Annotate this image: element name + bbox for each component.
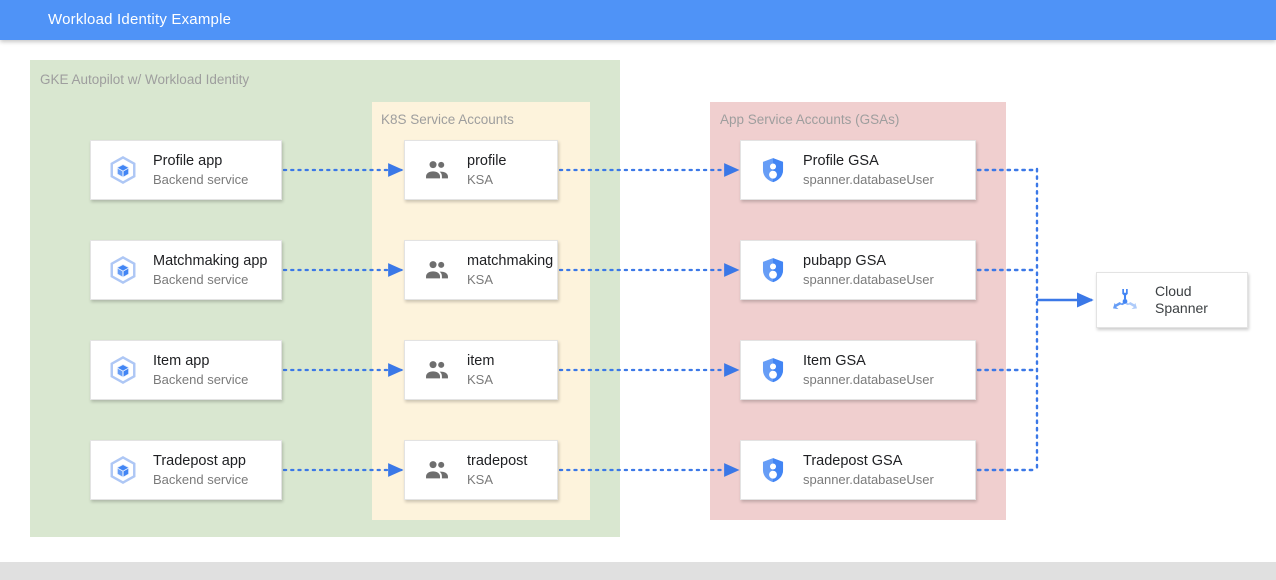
card-subtitle: spanner.databaseUser xyxy=(803,171,934,187)
card-ksa-tradepost[interactable]: tradepost KSA xyxy=(404,440,558,500)
shield-person-icon xyxy=(751,448,795,492)
card-cloud-spanner[interactable]: Cloud Spanner xyxy=(1096,272,1248,328)
people-group-icon xyxy=(415,148,459,192)
card-app-item[interactable]: Item app Backend service xyxy=(90,340,282,400)
card-subtitle: Backend service xyxy=(153,171,249,187)
card-gsa-profile[interactable]: Profile GSA spanner.databaseUser xyxy=(740,140,976,200)
card-app-profile[interactable]: Profile app Backend service xyxy=(90,140,282,200)
people-group-icon xyxy=(415,248,459,292)
card-app-matchmaking-text: Matchmaking app Backend service xyxy=(153,252,267,289)
gke-workload-icon xyxy=(101,348,145,392)
card-subtitle: spanner.databaseUser xyxy=(803,271,934,287)
card-gsa-item-text: Item GSA spanner.databaseUser xyxy=(803,352,934,389)
card-title: item xyxy=(467,352,495,369)
card-title: pubapp GSA xyxy=(803,252,887,269)
card-subtitle: KSA xyxy=(467,471,494,487)
card-subtitle: Backend service xyxy=(153,271,249,287)
card-app-profile-text: Profile app Backend service xyxy=(153,152,248,189)
card-gsa-pubapp-text: pubapp GSA spanner.databaseUser xyxy=(803,252,934,289)
card-title-line1: Cloud xyxy=(1155,283,1192,299)
card-ksa-profile-text: profile KSA xyxy=(467,152,507,189)
card-ksa-item[interactable]: item KSA xyxy=(404,340,558,400)
group-k8s-service-accounts-label: K8S Service Accounts xyxy=(381,112,514,127)
card-ksa-matchmaking[interactable]: matchmaking KSA xyxy=(404,240,558,300)
card-title: Item GSA xyxy=(803,352,866,369)
card-app-item-text: Item app Backend service xyxy=(153,352,248,389)
card-title: matchmaking xyxy=(467,252,554,269)
card-app-tradepost-text: Tradepost app Backend service xyxy=(153,452,248,489)
card-gsa-profile-text: Profile GSA spanner.databaseUser xyxy=(803,152,934,189)
card-subtitle: KSA xyxy=(467,371,494,387)
shield-person-icon xyxy=(751,348,795,392)
card-title-line2: Spanner xyxy=(1155,300,1208,316)
card-title: Tradepost GSA xyxy=(803,452,903,469)
card-subtitle: spanner.databaseUser xyxy=(803,371,934,387)
shield-person-icon xyxy=(751,248,795,292)
card-ksa-item-text: item KSA xyxy=(467,352,494,389)
people-group-icon xyxy=(415,448,459,492)
gke-workload-icon xyxy=(101,248,145,292)
card-gsa-item[interactable]: Item GSA spanner.databaseUser xyxy=(740,340,976,400)
card-gsa-tradepost-text: Tradepost GSA spanner.databaseUser xyxy=(803,452,934,489)
card-title: Tradepost app xyxy=(153,452,246,469)
card-subtitle: Backend service xyxy=(153,471,249,487)
card-title: Item app xyxy=(153,352,210,369)
window-title: Workload Identity Example xyxy=(48,11,232,28)
card-app-tradepost[interactable]: Tradepost app Backend service xyxy=(90,440,282,500)
card-cloud-spanner-text: Cloud Spanner xyxy=(1155,283,1208,317)
shield-person-icon xyxy=(751,148,795,192)
people-group-icon xyxy=(415,348,459,392)
card-ksa-tradepost-text: tradepost KSA xyxy=(467,452,527,489)
card-gsa-pubapp[interactable]: pubapp GSA spanner.databaseUser xyxy=(740,240,976,300)
card-subtitle: KSA xyxy=(467,271,494,287)
gke-workload-icon xyxy=(101,148,145,192)
card-subtitle: KSA xyxy=(467,171,494,187)
title-bar: Workload Identity Example xyxy=(0,0,1276,40)
group-gke-autopilot-label: GKE Autopilot w/ Workload Identity xyxy=(40,72,250,87)
group-app-service-accounts-label: App Service Accounts (GSAs) xyxy=(720,112,900,127)
card-title: Profile app xyxy=(153,152,223,169)
card-title: tradepost xyxy=(467,452,528,469)
card-subtitle: spanner.databaseUser xyxy=(803,471,934,487)
footer-strip xyxy=(0,562,1276,580)
card-ksa-profile[interactable]: profile KSA xyxy=(404,140,558,200)
card-title: profile xyxy=(467,152,507,169)
cloud-spanner-icon xyxy=(1105,280,1145,320)
card-app-matchmaking[interactable]: Matchmaking app Backend service xyxy=(90,240,282,300)
card-subtitle: Backend service xyxy=(153,371,249,387)
gke-workload-icon xyxy=(101,448,145,492)
card-title: Matchmaking app xyxy=(153,252,268,269)
card-title: Profile GSA xyxy=(803,152,879,169)
card-ksa-matchmaking-text: matchmaking KSA xyxy=(467,252,553,289)
card-gsa-tradepost[interactable]: Tradepost GSA spanner.databaseUser xyxy=(740,440,976,500)
